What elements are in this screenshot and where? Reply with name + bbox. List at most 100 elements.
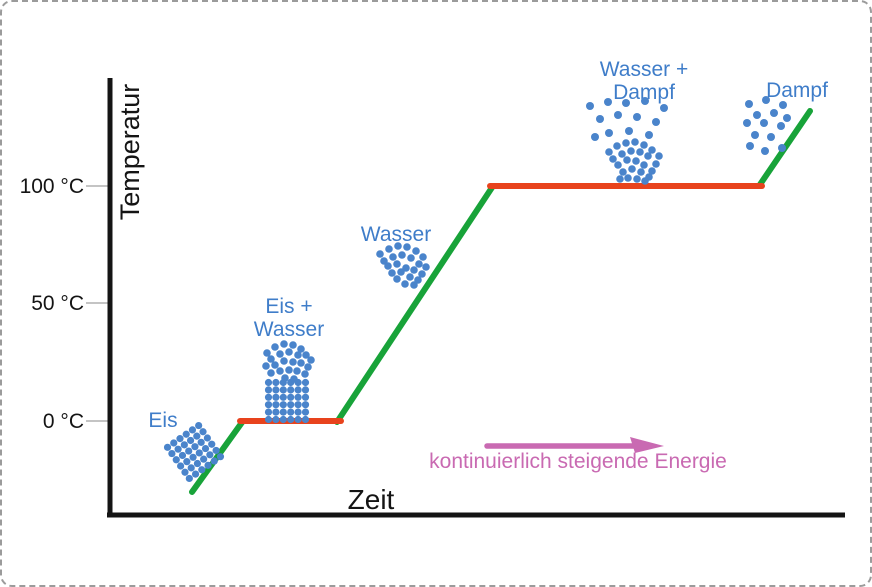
phase-label-wasser-dampf-line1: Wasser + <box>600 58 689 81</box>
particle-dot <box>281 374 289 382</box>
particle-dot <box>198 466 206 474</box>
particle-dot <box>287 393 295 401</box>
particle-dot <box>609 155 617 163</box>
energy-arrow-head <box>630 437 664 453</box>
particle-dot <box>652 118 660 126</box>
particle-dot <box>174 445 182 453</box>
particle-dot <box>613 142 621 150</box>
particle-dot <box>301 415 310 424</box>
particle-dot <box>301 378 310 387</box>
particle-dot <box>645 131 653 139</box>
particle-dot <box>779 101 787 109</box>
particle-dot <box>746 142 754 150</box>
particle-dot <box>604 98 612 106</box>
particle-dot <box>743 119 751 127</box>
particle-dot <box>203 434 211 442</box>
particle-dot <box>641 97 649 105</box>
particle-dot <box>655 152 663 160</box>
particle-dot <box>264 408 273 416</box>
particle-dot <box>753 111 761 119</box>
particle-dot <box>388 269 396 277</box>
particle-dot <box>272 401 280 409</box>
particle-dot <box>624 174 632 182</box>
particle-dot <box>614 161 622 169</box>
particle-dot <box>616 175 624 183</box>
particle-dot <box>307 356 315 364</box>
particle-dot <box>641 177 649 185</box>
particle-dot <box>412 247 420 255</box>
particle-dot <box>191 470 200 478</box>
particle-dot <box>197 438 205 446</box>
particle-dot <box>276 367 284 375</box>
particle-dot <box>263 349 271 357</box>
particle-dot <box>397 268 405 276</box>
particle-dot <box>376 250 384 258</box>
phase-label-eis-wasser-line1: Eis + <box>265 295 312 318</box>
particle-dot <box>168 449 176 458</box>
particle-dot <box>625 127 633 135</box>
particle-dot <box>279 408 287 416</box>
particle-dot <box>778 144 786 152</box>
particle-dot <box>189 453 197 461</box>
particle-dot <box>293 367 301 375</box>
particle-dot <box>176 435 184 443</box>
particle-dot <box>401 280 409 288</box>
particle-dot <box>410 281 418 289</box>
particle-dot <box>403 243 411 251</box>
particle-dot <box>760 119 768 127</box>
particle-dot <box>279 386 287 394</box>
particle-dot <box>280 340 288 348</box>
particle-dot <box>289 358 297 366</box>
particle-dot <box>272 386 280 394</box>
particle-dot <box>272 378 280 387</box>
particle-dot <box>628 165 636 173</box>
particle-dot <box>272 408 280 416</box>
particle-dot <box>777 122 785 130</box>
particle-dot <box>406 273 414 281</box>
particle-dot <box>285 348 293 356</box>
phase-label-wasser: Wasser <box>361 223 431 246</box>
phase-label-dampf: Dampf <box>766 79 828 102</box>
particle-dot <box>605 129 613 137</box>
particle-cluster-wasser-dampf-gas <box>586 97 668 141</box>
particle-dot <box>652 160 660 168</box>
particle-dot <box>648 146 656 154</box>
phase-label-eis: Eis <box>148 409 177 432</box>
particle-dot <box>264 401 273 409</box>
particle-dot <box>271 361 279 369</box>
particle-dot <box>204 461 212 469</box>
particle-dot <box>170 439 178 447</box>
particle-dot <box>301 393 310 401</box>
particle-dot <box>206 451 214 459</box>
particle-dot <box>622 139 630 147</box>
particle-dot <box>294 415 302 424</box>
particle-dot <box>596 115 604 123</box>
particle-dot <box>262 362 270 370</box>
particle-dot <box>187 464 195 472</box>
particle-dot <box>180 441 188 449</box>
particle-dot <box>394 242 402 250</box>
particle-dot <box>195 421 203 430</box>
particle-dot <box>619 168 627 176</box>
particle-dot <box>614 111 622 119</box>
particle-dot <box>267 355 275 363</box>
particle-dot <box>200 455 208 463</box>
particle-dot <box>290 375 298 383</box>
particle-dot <box>633 113 641 121</box>
particle-cluster-eis-wasser-liquid <box>262 340 315 383</box>
particle-dot <box>770 109 778 117</box>
particle-dot <box>762 96 770 104</box>
particle-cluster-wasser-liquid <box>376 242 430 289</box>
particle-dot <box>276 350 284 358</box>
particle-cluster-wasser-dampf-liquid <box>605 138 663 185</box>
particle-dot <box>640 161 648 169</box>
particle-dot <box>172 456 180 464</box>
particle-dot <box>294 401 302 409</box>
particle-dot <box>767 133 775 141</box>
particle-dot <box>287 408 295 416</box>
particle-dot <box>586 102 594 110</box>
particle-dot <box>271 343 279 351</box>
particle-dot <box>301 370 309 378</box>
particle-dot <box>301 408 310 416</box>
phase-label-eis-wasser-line2: Wasser <box>254 318 324 341</box>
